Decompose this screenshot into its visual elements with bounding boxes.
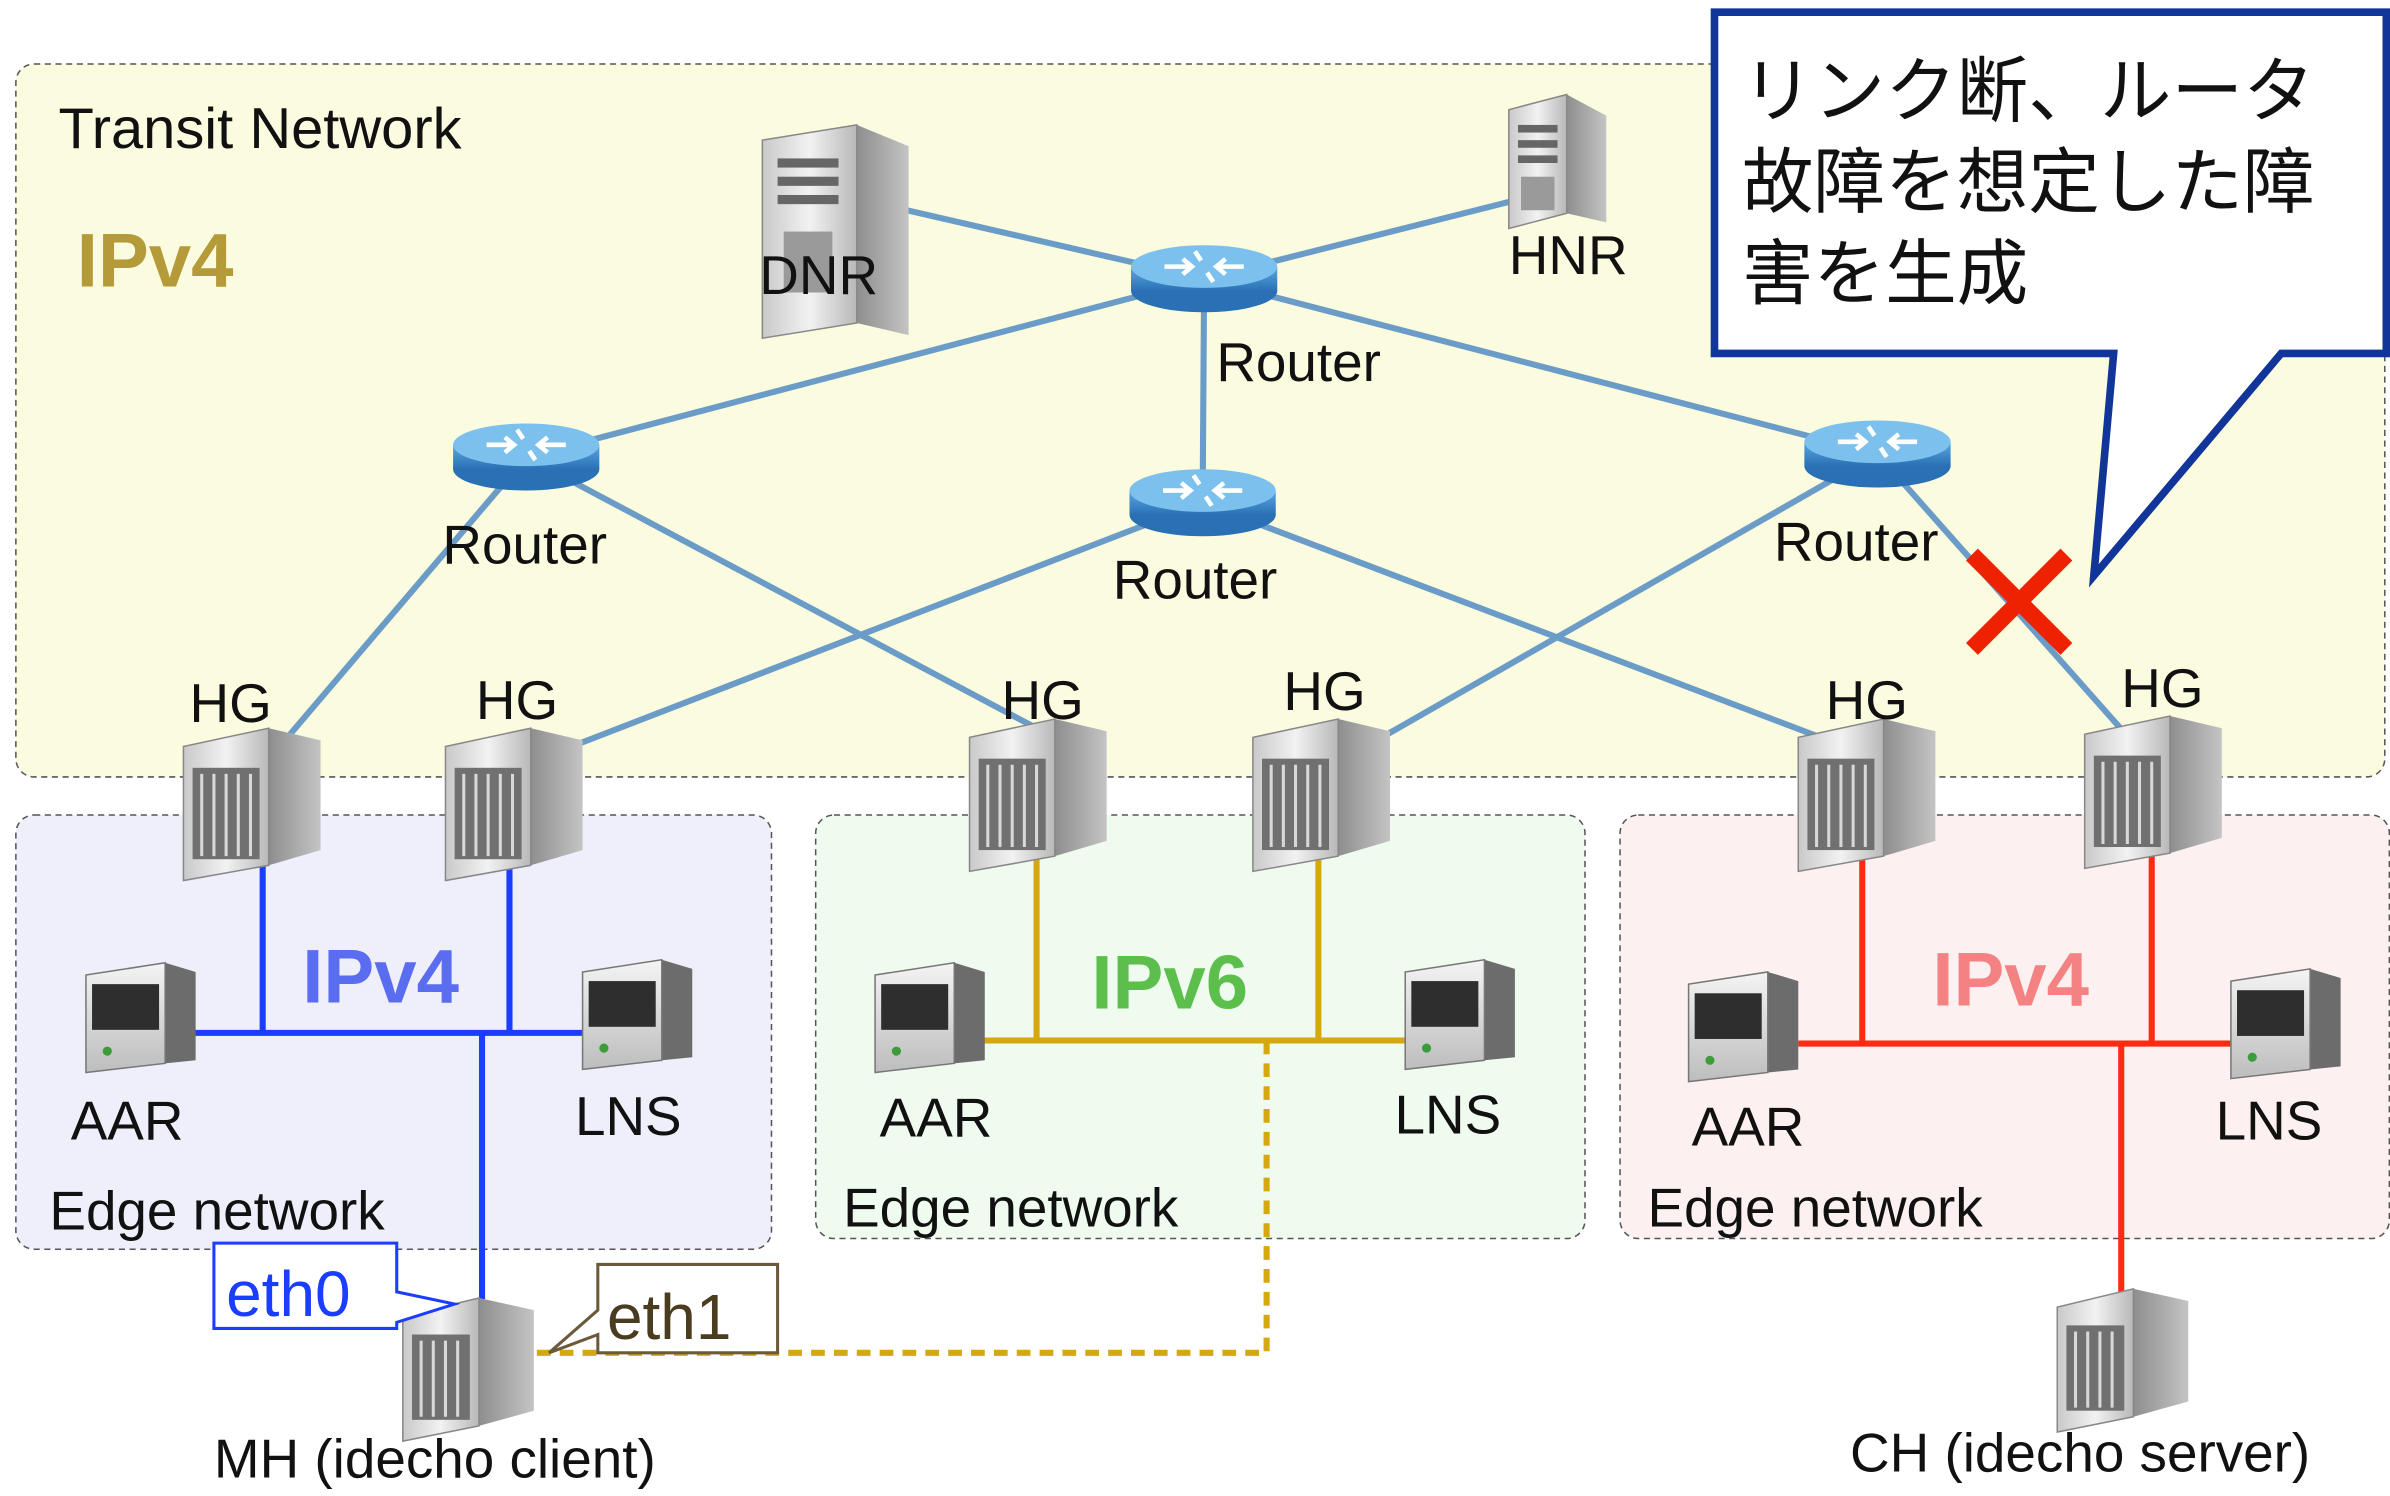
aar-computer-icon — [1687, 971, 1799, 1083]
edge-network-region-right — [1619, 814, 2390, 1240]
lns-label: LNS — [1395, 1083, 1502, 1145]
server-tower-icon — [1508, 93, 1607, 230]
hg-label: HG — [1826, 669, 1908, 731]
aar-computer-icon — [85, 961, 196, 1074]
edge-network-label: Edge network — [843, 1176, 1179, 1238]
hg-server-icon — [1797, 718, 1936, 873]
router-label-center: Router — [1113, 549, 1278, 611]
hg-server-icon — [182, 727, 321, 882]
edge-links-center — [536, 853, 1410, 1356]
hnr-label: HNR — [1509, 224, 1628, 286]
hg-label: HG — [190, 672, 272, 734]
lns-computer-icon — [1404, 958, 1515, 1071]
router-label-left: Router — [442, 514, 607, 576]
aar-label: AAR — [880, 1086, 993, 1148]
callout-line-3: 害を生成 — [1742, 233, 2028, 316]
hg-label: HG — [476, 669, 558, 731]
aar-label: AAR — [71, 1090, 184, 1152]
edge-links-left — [191, 860, 588, 1308]
router-icon — [1131, 245, 1278, 313]
edge-network-region-center — [814, 814, 1586, 1240]
lns-computer-icon — [581, 958, 693, 1071]
transit-protocol-label: IPv4 — [77, 218, 234, 303]
callout-line-2: 故障を想定した障 — [1742, 141, 2315, 224]
transit-links — [287, 187, 2129, 747]
edge-protocol-label: IPv6 — [1091, 941, 1248, 1026]
eth0-label-box: eth0 — [212, 1241, 461, 1330]
hg-server-icon — [2083, 715, 2222, 870]
link-failure-cross-icon — [1966, 548, 2073, 655]
aar-computer-icon — [874, 961, 985, 1074]
hg-server-icon — [968, 718, 1107, 873]
lns-label: LNS — [2216, 1090, 2323, 1152]
edge-protocol-label: IPv4 — [302, 934, 459, 1019]
aar-label: AAR — [1692, 1096, 1805, 1158]
ch-server-icon — [2056, 1287, 2189, 1433]
edge-network-label: Edge network — [1647, 1176, 1983, 1238]
hg-label: HG — [2121, 657, 2203, 719]
edge-protocol-label: IPv4 — [1932, 937, 2089, 1022]
router-label-top: Router — [1216, 331, 1381, 393]
router-icon — [1804, 420, 1951, 488]
mh-label: MH (idecho client) — [214, 1428, 656, 1490]
edge-links-right — [1798, 853, 2241, 1292]
router-icon — [1129, 469, 1276, 537]
router-icon — [453, 423, 600, 491]
lns-label: LNS — [575, 1085, 682, 1147]
dnr-label: DNR — [759, 244, 878, 306]
server-tower-icon — [761, 124, 909, 340]
hg-label: HG — [1002, 669, 1084, 731]
lns-computer-icon — [2230, 968, 2341, 1080]
eth1-label-box: eth1 — [548, 1262, 780, 1355]
failure-callout: リンク断、ルータ 故障を想定した障 害を生成 — [1710, 8, 2390, 588]
callout-line-1: リンク断、ルータ — [1742, 50, 2315, 133]
hg-label: HG — [1283, 660, 1365, 722]
hg-server-icon — [1252, 718, 1390, 873]
ch-label: CH (idecho server) — [1850, 1422, 2310, 1484]
transit-network-title: Transit Network — [59, 97, 463, 161]
eth1-label: eth1 — [607, 1281, 732, 1353]
router-label-right: Router — [1774, 511, 1939, 573]
hg-server-icon — [444, 727, 583, 882]
eth0-label: eth0 — [226, 1258, 351, 1330]
edge-network-label: Edge network — [49, 1179, 385, 1241]
mh-server-icon — [402, 1296, 534, 1443]
